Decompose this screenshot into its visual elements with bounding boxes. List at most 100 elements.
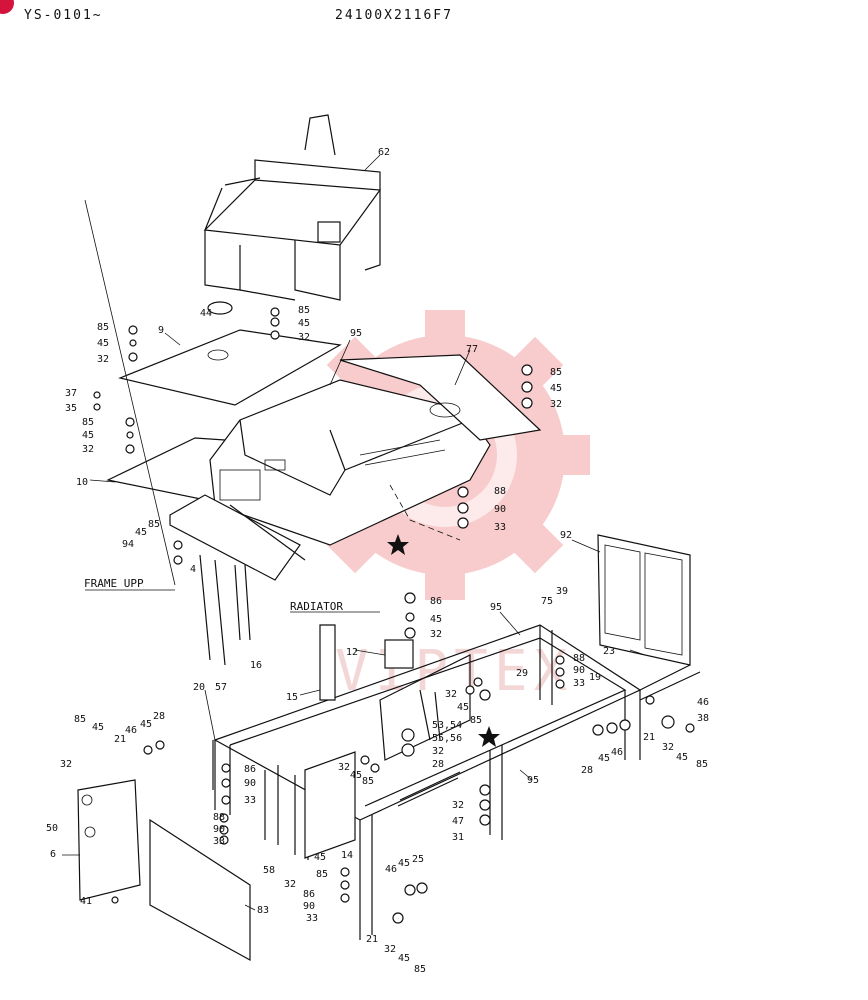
- callout-15: 15: [286, 692, 298, 703]
- callout-45: 45: [350, 770, 362, 781]
- callout-90: 90: [494, 504, 506, 515]
- callout-32: 32: [432, 746, 444, 757]
- model-code: YS-0101~: [24, 8, 103, 23]
- callout-46: 46: [125, 725, 137, 736]
- callout-25: 25: [412, 854, 424, 865]
- callout-14: 14: [341, 850, 353, 861]
- callout-45: 45: [550, 383, 562, 394]
- callout-45: 45: [140, 719, 152, 730]
- callout-47: 47: [452, 816, 464, 827]
- callout-85: 85: [298, 305, 310, 316]
- corner-badge: [0, 0, 14, 14]
- callout-29: 29: [516, 668, 528, 679]
- callout-53-54: 53,54: [432, 720, 462, 731]
- callout-46: 46: [611, 747, 623, 758]
- part-number: 24100X2116F7: [335, 8, 453, 23]
- hardware-fasteners: [93, 307, 695, 924]
- callout-32: 32: [338, 762, 350, 773]
- callout-85: 85: [414, 964, 426, 975]
- callout-20: 20: [193, 682, 205, 693]
- callout-86: 86: [244, 764, 256, 775]
- callout-58: 58: [263, 865, 275, 876]
- callout-32: 32: [550, 399, 562, 410]
- callout-32: 32: [662, 742, 674, 753]
- callout-10: 10: [76, 477, 88, 488]
- callout-12: 12: [346, 647, 358, 658]
- callout-32: 32: [430, 629, 442, 640]
- callout-83: 83: [257, 905, 269, 916]
- callout-95: 95: [350, 328, 362, 339]
- leader-lines: [62, 154, 646, 911]
- callout-32: 32: [284, 879, 296, 890]
- callout-85: 85: [316, 869, 328, 880]
- callout-85: 85: [470, 715, 482, 726]
- callout-45: 45: [92, 722, 104, 733]
- callout-33: 33: [213, 836, 225, 847]
- callout-37: 37: [65, 388, 77, 399]
- callout-45: 45: [135, 527, 147, 538]
- callout-86: 86: [303, 889, 315, 900]
- callout-45: 45: [598, 753, 610, 764]
- frame-upper-label: FRAME UPP: [84, 577, 144, 590]
- canopy-frame: [203, 114, 382, 301]
- callout-95: 95: [527, 775, 539, 786]
- callout-28: 28: [432, 759, 444, 770]
- callout-21: 21: [366, 934, 378, 945]
- callout-21: 21: [643, 732, 655, 743]
- callout-44: 44: [200, 308, 212, 319]
- callout-92: 92: [560, 530, 572, 541]
- radiator-label: RADIATOR: [290, 600, 343, 613]
- callout-46: 46: [385, 864, 397, 875]
- callout-32: 32: [384, 944, 396, 955]
- callout-62: 62: [378, 147, 390, 158]
- callout-50: 50: [46, 823, 58, 834]
- callout-9: 9: [158, 325, 164, 336]
- callout-85: 85: [550, 367, 562, 378]
- callout-45: 45: [430, 614, 442, 625]
- callout-41: 41: [80, 896, 92, 907]
- callout-55-56: 55,56: [432, 733, 462, 744]
- callout-33: 33: [573, 678, 585, 689]
- callout-75: 75: [541, 596, 553, 607]
- callout-88: 88: [494, 486, 506, 497]
- lower-frame-assembly: [199, 554, 701, 940]
- callout-33: 33: [494, 522, 506, 533]
- callout-16: 16: [250, 660, 262, 671]
- callout-32: 32: [452, 800, 464, 811]
- side-panel-92: [597, 534, 691, 666]
- callout-38: 38: [697, 713, 709, 724]
- callout-4: 4: [190, 564, 196, 575]
- callout-45: 45: [398, 953, 410, 964]
- callout-33: 33: [306, 913, 318, 924]
- callout-32: 32: [60, 759, 72, 770]
- callout-39: 39: [556, 586, 568, 597]
- callout-31: 31: [452, 832, 464, 843]
- callout-32: 32: [298, 332, 310, 343]
- callout-90: 90: [303, 901, 315, 912]
- callout-85: 85: [148, 519, 160, 530]
- callout-45: 45: [457, 702, 469, 713]
- callout-90: 90: [573, 665, 585, 676]
- callout-19: 19: [589, 672, 601, 683]
- callout-28: 28: [153, 711, 165, 722]
- front-panels: [77, 740, 251, 962]
- callout-45: 45: [298, 318, 310, 329]
- upper-cover-assembly: [106, 301, 542, 581]
- callout-45: 45: [97, 338, 109, 349]
- callout-35: 35: [65, 403, 77, 414]
- watermark-text: VIPTEX: [335, 639, 573, 704]
- callout-numbers: 62 44 85 45 32 95 77 85 45 32 85 9 45 32…: [46, 147, 709, 975]
- callout-85: 85: [82, 417, 94, 428]
- callout-23: 23: [603, 646, 615, 657]
- callout-90: 90: [244, 778, 256, 789]
- callout-45: 45: [314, 852, 326, 863]
- callout-28: 28: [581, 765, 593, 776]
- callout-33: 33: [244, 795, 256, 806]
- callout-86: 86: [430, 596, 442, 607]
- callout-77: 77: [466, 344, 478, 355]
- callout-88: 88: [573, 653, 585, 664]
- callout-32: 32: [97, 354, 109, 365]
- callout-95: 95: [490, 602, 502, 613]
